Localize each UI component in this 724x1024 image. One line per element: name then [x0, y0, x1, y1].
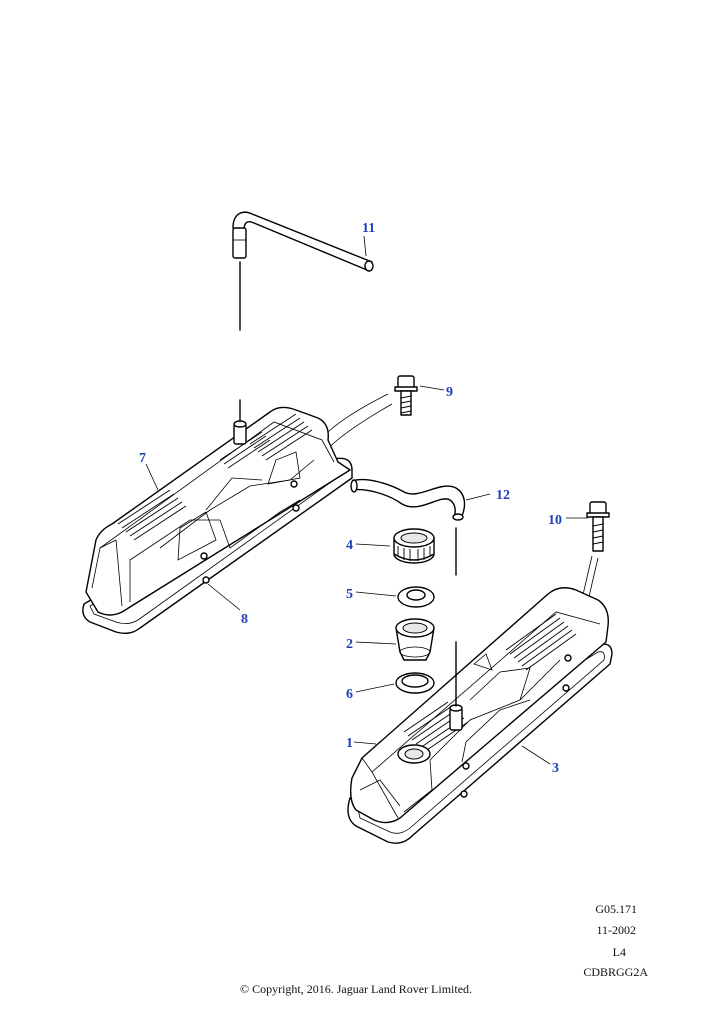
- diagram-ref: G05.171: [595, 902, 637, 916]
- reference-block: G05.171 11-2002 L4 CDBRGG2A: [583, 902, 648, 979]
- right-rocker-cover-part-1: [347, 587, 613, 844]
- callout-6: 6: [346, 687, 353, 702]
- hose-part-12: [350, 478, 466, 576]
- diagram-code: CDBRGG2A: [583, 965, 648, 979]
- filler-cap-part-4: [393, 528, 435, 564]
- breather-hose-part-11: [232, 211, 374, 331]
- callout-2: 2: [346, 637, 353, 652]
- callout-11: 11: [362, 221, 375, 236]
- callout-5: 5: [346, 587, 353, 602]
- callout-3: 3: [552, 761, 559, 776]
- left-cover-fins: [117, 413, 313, 541]
- callouts: 1 2 3 4 5 6 7 8 9 10 11 12: [139, 221, 562, 776]
- callout-7: 7: [139, 451, 146, 466]
- copyright: © Copyright, 2016. Jaguar Land Rover Lim…: [240, 982, 472, 996]
- callout-8: 8: [241, 612, 248, 627]
- left-rocker-cover-part-7: [82, 399, 353, 635]
- callout-1: 1: [346, 736, 353, 751]
- diagram-level: L4: [613, 945, 626, 959]
- diagram-date: 11-2002: [596, 923, 636, 937]
- leader-lines: [145, 235, 588, 765]
- adaptor-part-2: [395, 618, 435, 661]
- callout-4: 4: [346, 538, 353, 553]
- right-cover-fins: [403, 613, 577, 753]
- seal-part-5: [397, 586, 435, 608]
- callout-9: 9: [446, 385, 453, 400]
- callout-12: 12: [496, 488, 510, 503]
- o-ring-part-6: [395, 672, 435, 694]
- callout-10: 10: [548, 513, 562, 528]
